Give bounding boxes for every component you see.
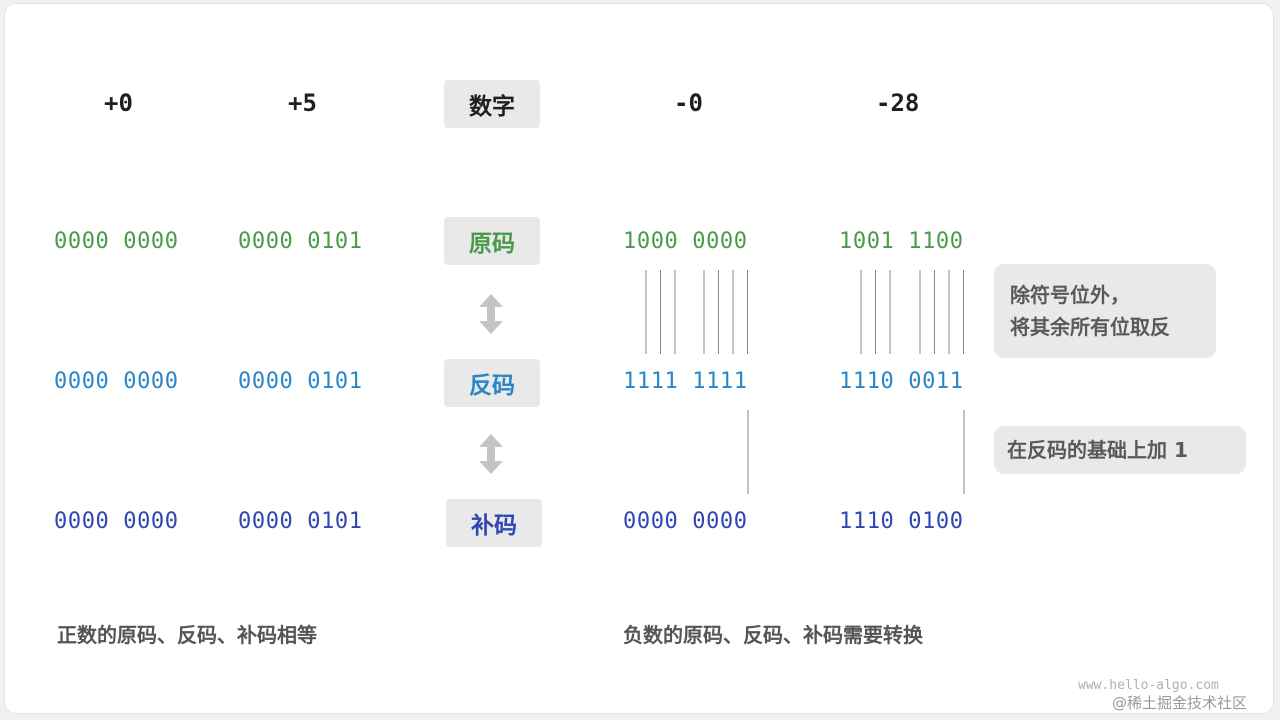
negative-caption: 负数的原码、反码、补码需要转换 bbox=[623, 623, 923, 647]
number-label: 数字 bbox=[444, 80, 540, 128]
watermark-url: www.hello-algo.com bbox=[1078, 678, 1219, 693]
ones-complement-label: 反码 bbox=[444, 359, 540, 407]
original-pos-zero: 0000 0000 bbox=[54, 229, 179, 254]
original-neg-zero: 1000 0000 bbox=[623, 229, 748, 254]
original-neg-28: 1001 1100 bbox=[839, 229, 964, 254]
add-one-note: 在反码的基础上加 1 bbox=[994, 426, 1246, 474]
twos-complement-label: 补码 bbox=[446, 499, 542, 547]
header-neg-28: -28 bbox=[876, 89, 920, 117]
double-arrow-vertical-icon bbox=[479, 434, 503, 474]
watermark-site: @稀土掘金技术社区 bbox=[1112, 694, 1248, 712]
twos-pos-five: 0000 0101 bbox=[238, 509, 363, 534]
twos-neg-28: 1110 0100 bbox=[839, 509, 964, 534]
header-neg-zero: -0 bbox=[674, 89, 703, 117]
ones-neg-28: 1110 0011 bbox=[839, 369, 964, 394]
twos-neg-zero: 0000 0000 bbox=[623, 509, 748, 534]
invert-note-line-2: 将其余所有位取反 bbox=[1010, 315, 1170, 339]
original-pos-five: 0000 0101 bbox=[238, 229, 363, 254]
invert-bits-note: 除符号位外， 将其余所有位取反 bbox=[994, 264, 1216, 358]
header-pos-five: +5 bbox=[288, 89, 317, 117]
header-pos-zero: +0 bbox=[104, 89, 133, 117]
bit-connector-lines bbox=[645, 270, 965, 494]
ones-pos-five: 0000 0101 bbox=[238, 369, 363, 394]
twos-pos-zero: 0000 0000 bbox=[54, 509, 179, 534]
ones-pos-zero: 0000 0000 bbox=[54, 369, 179, 394]
positive-caption: 正数的原码、反码、补码相等 bbox=[57, 623, 317, 647]
invert-note-line-1: 除符号位外， bbox=[1010, 283, 1130, 307]
original-code-label: 原码 bbox=[444, 217, 540, 265]
double-arrow-vertical-icon bbox=[479, 294, 503, 334]
diagram-canvas bbox=[4, 3, 1274, 714]
ones-neg-zero: 1111 1111 bbox=[623, 369, 748, 394]
